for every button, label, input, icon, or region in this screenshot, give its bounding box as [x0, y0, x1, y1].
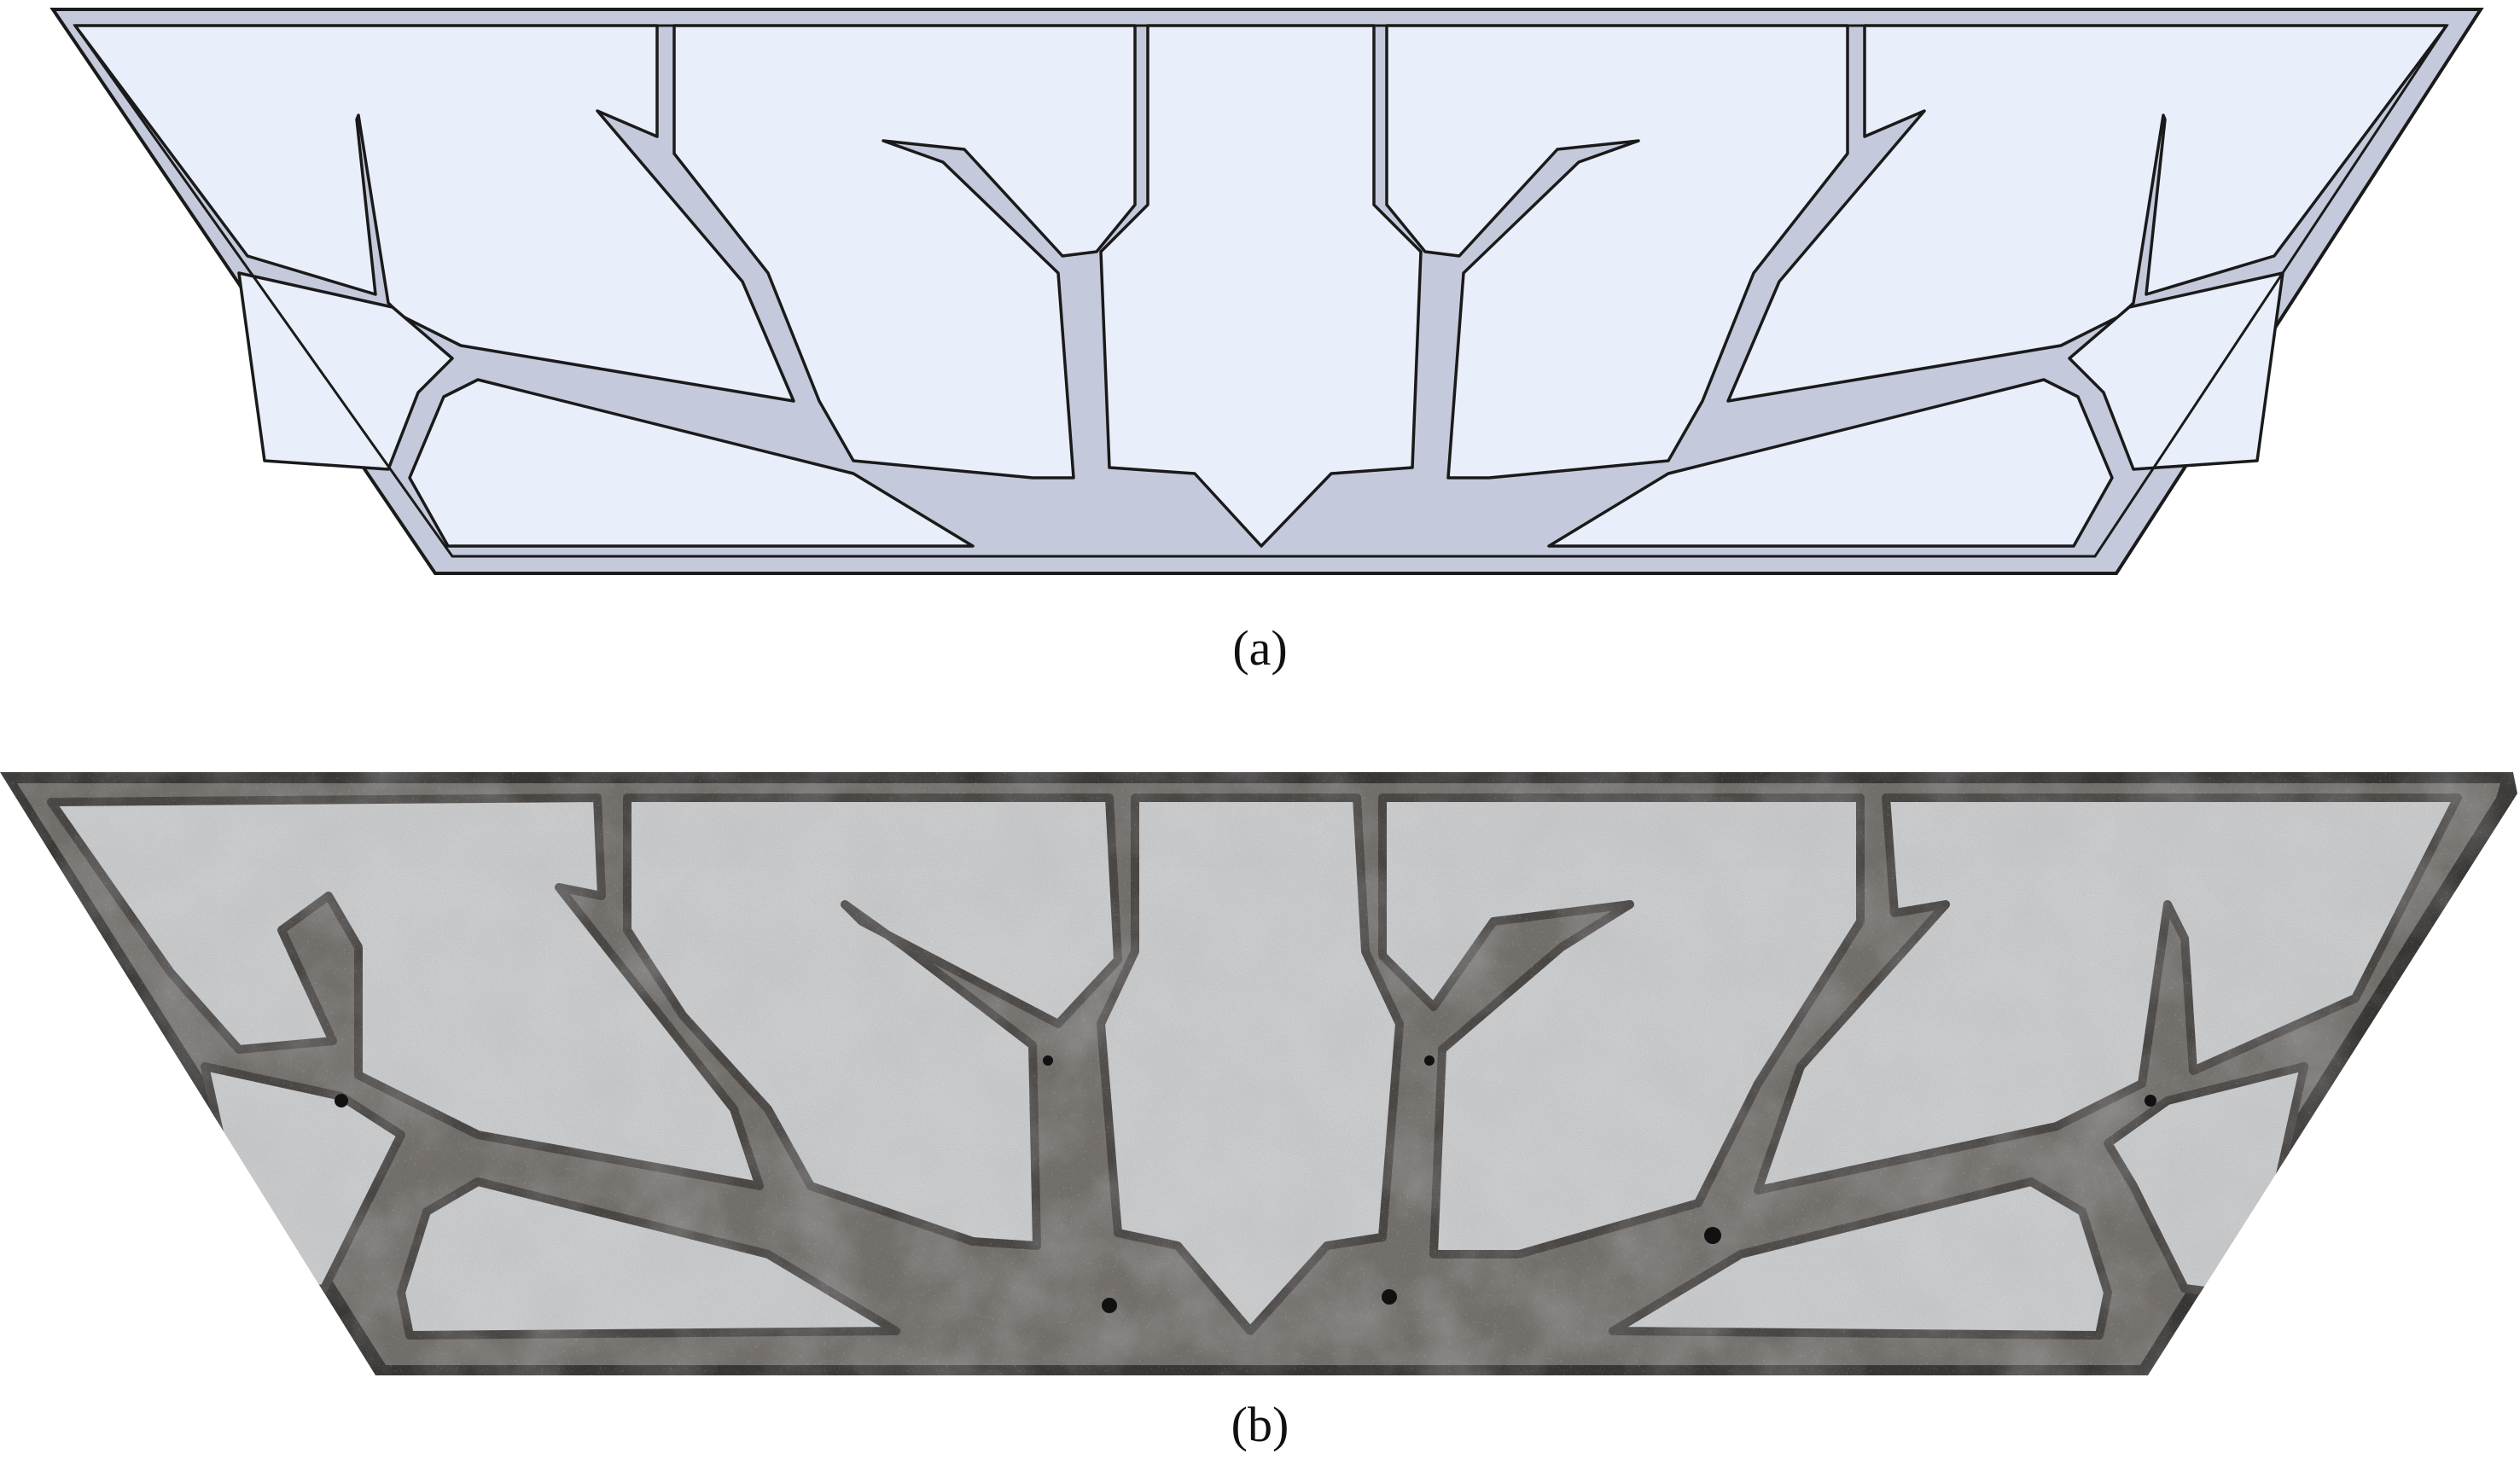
panel-a-cell [73, 24, 795, 403]
panel-b-hole [1704, 1227, 1721, 1244]
panel-a-cells [73, 24, 2448, 548]
panel-a-cell [2068, 271, 2284, 471]
panel-a-cell [1385, 24, 1849, 480]
panel-a-cell [672, 24, 1137, 480]
panel-a-cell [408, 378, 975, 548]
panel-b-holes [335, 1055, 2156, 1313]
panel-a-cell [1099, 24, 1423, 548]
panel-a-cell [1547, 378, 2114, 548]
panel-b-hole [1043, 1055, 1053, 1066]
panel-a-cad-drawing [49, 8, 2484, 575]
panel-a-caption: (a) [1232, 620, 1288, 676]
panel-b-hole [1424, 1055, 1435, 1066]
panel-a-inner-frame [73, 24, 2449, 558]
panel-b-hole [2145, 1095, 2156, 1107]
panel-b-hole [1102, 1298, 1117, 1313]
panel-b-photo-casting [0, 772, 2517, 1375]
panel-b-caption: (b) [1231, 1397, 1289, 1452]
panel-b-hole [1382, 1289, 1397, 1305]
panel-a-cell [237, 271, 454, 471]
panel-b-hole [335, 1094, 348, 1107]
